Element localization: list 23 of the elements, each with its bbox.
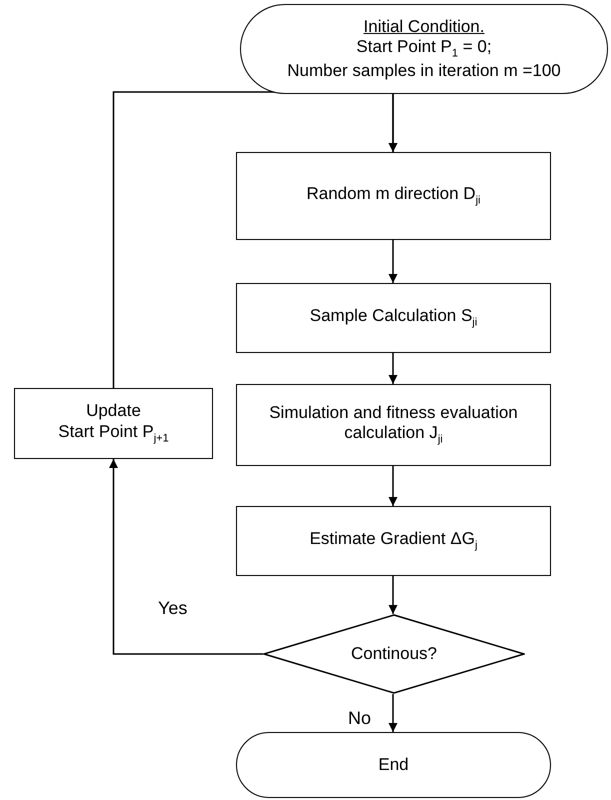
decision-diamond — [263, 614, 525, 694]
process-box — [236, 384, 551, 466]
process-box — [14, 388, 213, 459]
node-text: Start Point P$_{1}$ = 0; — [356, 37, 492, 61]
arrow — [388, 576, 398, 614]
process-box — [236, 283, 551, 353]
node-text: Random m direction D$_{ji}$ — [306, 184, 481, 208]
arrow — [109, 459, 263, 655]
node-text: Sample Calculation S$_{ji}$ — [310, 306, 478, 330]
node-text: Continous? — [350, 644, 437, 664]
process-box — [236, 506, 551, 576]
arrow — [388, 694, 398, 732]
node-heading: Update — [86, 401, 141, 422]
node-text: Start Point P$_{j+1}$ — [58, 422, 169, 446]
process-box — [236, 152, 551, 240]
node-text: Simulation and fitness evaluation calculation J$_{ji}$ — [268, 402, 518, 448]
node-heading: Initial Condition. — [364, 16, 484, 38]
arrow — [388, 466, 398, 506]
node-text: End — [378, 754, 409, 776]
node-text: Number samples in iteration m =100 — [287, 60, 561, 82]
arrow — [388, 240, 398, 283]
node-text: Estimate Gradient ΔG$_{j}$ — [310, 529, 478, 553]
arrow — [388, 353, 398, 384]
